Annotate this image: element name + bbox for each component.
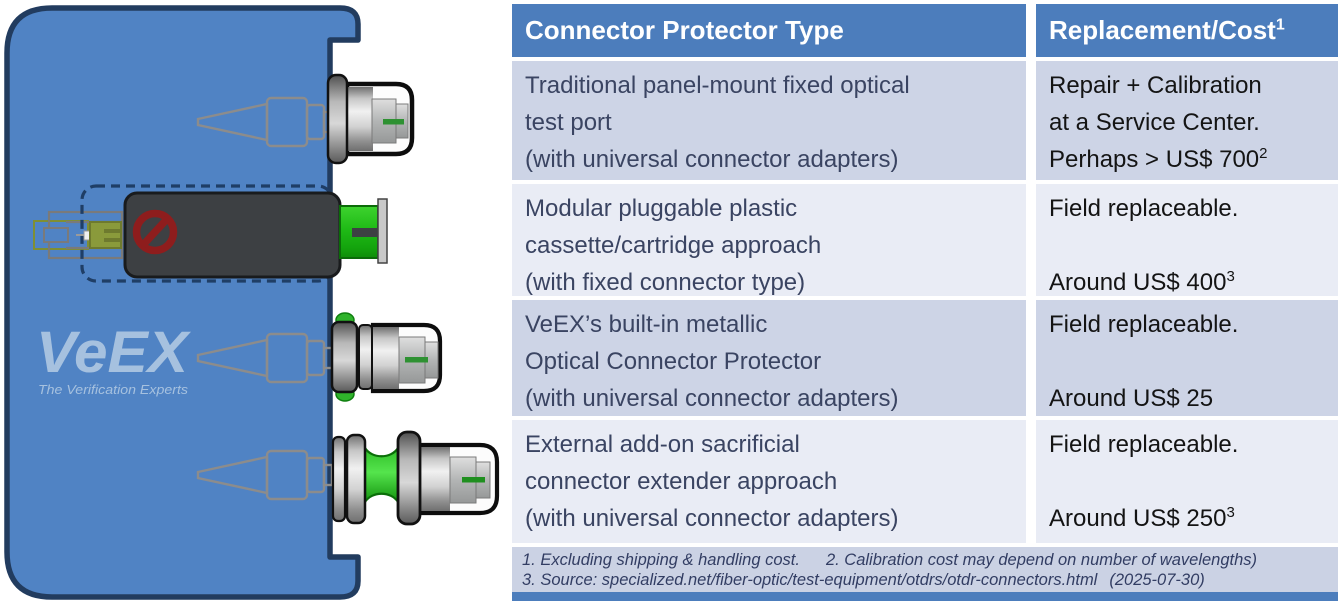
- cost-cell: Field replaceable. Around US$ 25: [1036, 300, 1338, 416]
- sc-connector-slot: [352, 228, 378, 237]
- column-divider: [1026, 61, 1036, 180]
- table-row: Traditional panel-mount fixed optical te…: [512, 61, 1338, 180]
- cassette-illustration: [33, 184, 388, 283]
- header-cost-label: Replacement/Cost1: [1049, 15, 1285, 45]
- table-row: VeEX’s built-in metallic Optical Connect…: [512, 300, 1338, 416]
- olive-connector-slot: [104, 229, 121, 233]
- extender-illustration: [196, 430, 500, 526]
- cost-line: Field replaceable.: [1049, 311, 1239, 338]
- type-line: (with universal connector adapters): [525, 385, 899, 412]
- connector-barrel: [373, 327, 399, 389]
- type-line: (with universal connector adapters): [525, 505, 899, 532]
- veex-device-illustration: VeEX The Verification Experts: [4, 5, 500, 600]
- prohibition-icon: [132, 209, 178, 255]
- cost-line: Field replaceable.: [1049, 195, 1239, 222]
- type-cell: Traditional panel-mount fixed optical te…: [512, 61, 1026, 180]
- type-line: External add-on sacrificial: [525, 431, 800, 458]
- cost-line: Repair + Calibration: [1049, 72, 1262, 99]
- green-spool: [363, 444, 400, 506]
- column-divider: [1026, 4, 1036, 57]
- column-divider: [1026, 300, 1036, 416]
- fixed-test-port-illustration: [196, 73, 415, 165]
- type-cell: Modular pluggable plastic cassette/cartr…: [512, 184, 1026, 296]
- column-divider: [1026, 420, 1036, 543]
- type-line: connector extender approach: [525, 468, 838, 495]
- comparison-table: Connector Protector Type Replacement/Cos…: [512, 0, 1340, 601]
- header-type-cell: Connector Protector Type: [512, 4, 1026, 57]
- olive-connector: [89, 221, 122, 249]
- extender-disc: [396, 430, 422, 526]
- extender-ring: [345, 433, 367, 525]
- type-line: test port: [525, 109, 612, 136]
- extender-ring: [331, 435, 347, 523]
- footnote-line: 3. Source: specialized.net/fiber-optic/t…: [522, 571, 1205, 589]
- builtin-protector-illustration: [196, 312, 443, 402]
- type-line: (with universal connector adapters): [525, 146, 899, 173]
- cost-cell: Repair + Calibration at a Service Center…: [1036, 61, 1338, 180]
- table-row: External add-on sacrificial connector ex…: [512, 420, 1338, 543]
- type-line: cassette/cartridge approach: [525, 232, 822, 259]
- column-divider: [1026, 184, 1036, 296]
- type-line: Traditional panel-mount fixed optical: [525, 72, 910, 99]
- blank-line: [1049, 463, 1330, 500]
- cost-line: Around US$ 4003: [1049, 268, 1235, 296]
- blank-line: [1049, 343, 1330, 380]
- type-line: Modular pluggable plastic: [525, 195, 798, 222]
- veex-logo: VeEX: [36, 320, 191, 385]
- type-cell: VeEX’s built-in metallic Optical Connect…: [512, 300, 1026, 416]
- veex-tagline: The Verification Experts: [38, 383, 188, 397]
- cost-cell: Field replaceable. Around US$ 2503: [1036, 420, 1338, 543]
- sc-ferrule-plate: [377, 198, 388, 264]
- cost-line: Around US$ 25: [1049, 385, 1214, 412]
- type-line: VeEX’s built-in metallic: [525, 311, 768, 338]
- header-type-label: Connector Protector Type: [525, 15, 844, 45]
- header-cost-cell: Replacement/Cost1: [1036, 4, 1338, 57]
- connector-barrel: [420, 447, 450, 511]
- type-line: Optical Connector Protector: [525, 348, 822, 375]
- cost-line: Around US$ 2503: [1049, 504, 1235, 532]
- table-row: Modular pluggable plastic cassette/cartr…: [512, 184, 1338, 296]
- olive-connector-slot: [104, 238, 121, 242]
- protector-ring: [358, 324, 373, 390]
- adapter-notch: [43, 227, 69, 243]
- footnotes: 1. Excluding shipping & handling cost.2.…: [512, 547, 1338, 592]
- footnote-line: 1. Excluding shipping & handling cost.2.…: [522, 551, 1258, 569]
- protector-ring: [330, 320, 359, 394]
- cost-line: Field replaceable.: [1049, 431, 1239, 458]
- panel-flange: [326, 73, 349, 165]
- connector-barrel: [347, 87, 373, 151]
- cost-cell: Field replaceable. Around US$ 4003: [1036, 184, 1338, 296]
- table-header-row: Connector Protector Type Replacement/Cos…: [512, 4, 1338, 57]
- device-body: [4, 5, 361, 600]
- table-bottom-border: [512, 592, 1338, 601]
- cost-line: at a Service Center.: [1049, 109, 1260, 136]
- green-stripe: [383, 119, 404, 125]
- green-stripe: [405, 357, 428, 363]
- type-cell: External add-on sacrificial connector ex…: [512, 420, 1026, 543]
- green-stripe: [462, 477, 485, 483]
- cost-line: Perhaps > US$ 7002: [1049, 145, 1268, 173]
- blank-line: [1049, 227, 1330, 264]
- type-line: (with fixed connector type): [525, 269, 806, 296]
